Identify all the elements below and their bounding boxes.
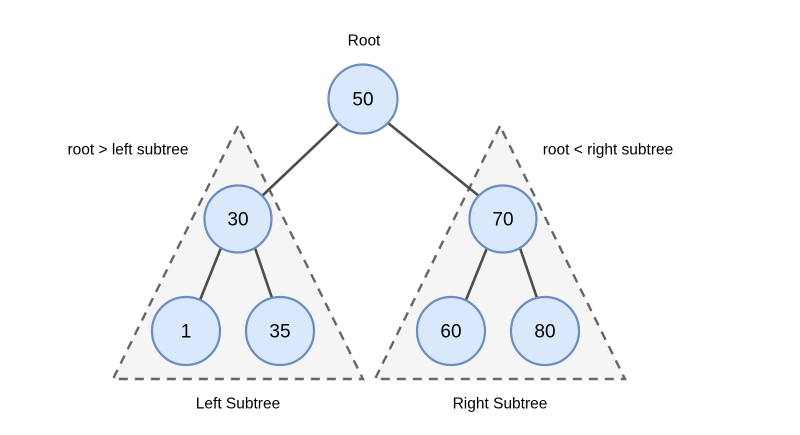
node-left-child-circle[interactable] [203,184,273,254]
node-right-leaf-1-value: 60 [440,322,461,343]
node-right-leaf-2-circle[interactable] [509,295,581,367]
node-left-leaf-1-circle[interactable] [150,295,222,367]
node-root-value: 50 [352,90,373,111]
left-subtree-caption-label: Left Subtree [196,396,280,413]
node-left-leaf-2-value: 35 [269,322,290,343]
edge-right-to-leaf2 [518,246,539,300]
edge-left-to-leaf1 [198,246,223,302]
root-caption-label: Root [348,33,381,50]
node-left-leaf-1-value: 1 [181,322,192,343]
edge-root-to-left [260,121,341,198]
edge-root-to-right [386,121,481,198]
node-right-leaf-2-value: 80 [534,322,555,343]
node-left-child-value: 30 [227,210,248,231]
edge-left-to-leaf2 [253,246,274,300]
node-root-circle[interactable] [327,63,399,135]
left-condition-label: root > left subtree [67,142,188,159]
node-right-child-value: 70 [492,210,513,231]
node-left-leaf-2-circle[interactable] [244,295,316,367]
node-right-leaf-1-circle[interactable] [415,295,487,367]
node-right-child-circle[interactable] [468,184,538,254]
edge-right-to-leaf1 [464,246,489,302]
right-condition-label: root < right subtree [543,142,674,159]
right-subtree-caption-label: Right Subtree [453,396,548,413]
